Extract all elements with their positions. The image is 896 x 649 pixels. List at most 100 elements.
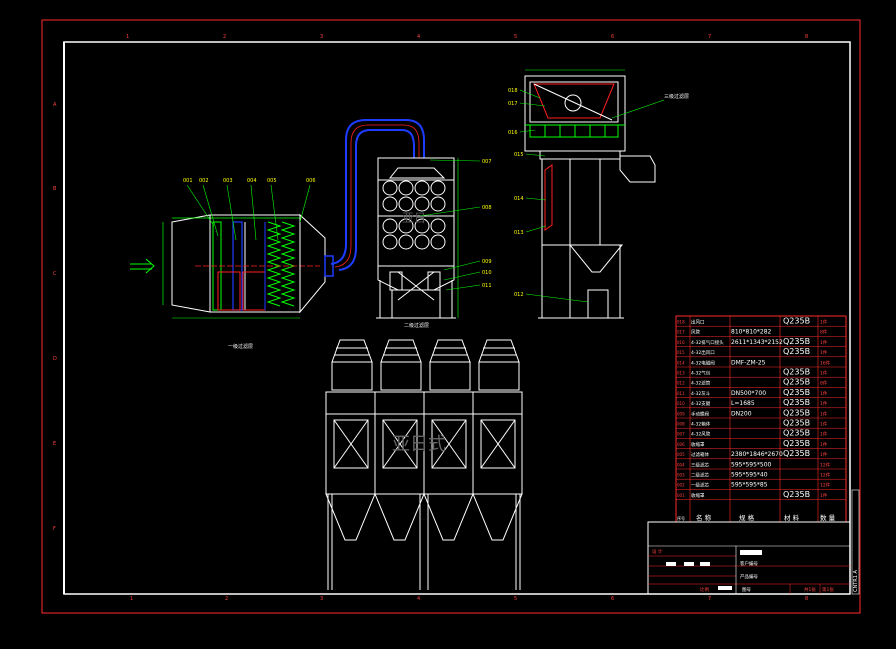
ruler-num: 8: [805, 34, 808, 40]
filter-box-front-view: 一级过滤层: [130, 213, 334, 350]
bom-cell-spec: 595*595*40: [731, 472, 768, 479]
exhaust-stack: [478, 339, 520, 391]
bom-cell-material: Q235B: [783, 378, 810, 387]
top-ruler: 1 2 3 4 5 6 7 8: [126, 34, 808, 40]
inlet-arrow-icon: [130, 258, 155, 274]
sheet-number: 第1张: [822, 586, 834, 593]
ruler-letter: D: [53, 356, 57, 362]
bom-cell-name: 出风口: [691, 319, 705, 326]
bom-cell-spec: 2611*1343*2152: [731, 339, 783, 346]
callout-014: 014: [514, 196, 524, 202]
bom-cell-spec: DMF-ZM-25: [731, 359, 766, 366]
view-label-2: 二级过滤层: [404, 322, 429, 329]
ruler-letter: E: [53, 441, 56, 447]
ruler-num: 2: [225, 596, 228, 602]
side-ruler: A B C D E F: [53, 102, 57, 532]
ruler-letter: B: [53, 186, 57, 192]
bom-cell-material: Q235B: [783, 419, 810, 428]
bom-cell-material: Q235B: [783, 449, 810, 458]
bom-cell-name: 4-32排气口接头: [691, 339, 724, 346]
drawing-no-label: 图号: [742, 587, 751, 593]
ruler-letter: C: [53, 271, 57, 277]
bom-cell-qty: 1件: [820, 410, 828, 417]
bom-cell-qty: 8件: [820, 380, 828, 387]
bom-cell-qty: 1件: [820, 349, 828, 356]
bom-header-no: 序号: [677, 515, 685, 521]
callout-017: 017: [508, 101, 518, 107]
collector-array-elevation: [325, 339, 523, 590]
bom-cell-no: 004: [677, 462, 685, 467]
bom-cell-name: 4-32滤筒: [691, 380, 711, 387]
bom-cell-spec: L=1685: [731, 400, 755, 407]
bom-cell-name: 二级滤芯: [691, 472, 709, 479]
ruler-letter: F: [53, 526, 56, 532]
ruler-num: 4: [417, 596, 420, 602]
bom-header-name: 名 称: [696, 513, 712, 522]
bom-cell-name: 4-32支腿: [691, 400, 711, 407]
callouts-right: 018 017 016 015 014 013 012: [508, 88, 524, 298]
bom-cell-no: 016: [677, 340, 685, 345]
ruler-num: 6: [611, 596, 614, 602]
bom-cell-no: 014: [677, 360, 685, 365]
ruler-num: 6: [611, 34, 614, 40]
bom-cell-no: 001: [677, 493, 685, 498]
callout-010: 010: [482, 270, 492, 276]
exhaust-stack: [331, 339, 373, 391]
callout-012: 012: [514, 292, 524, 298]
callout-003: 003: [223, 178, 233, 184]
callout-005: 005: [267, 178, 277, 184]
bom-cell-no: 003: [677, 473, 685, 478]
bom-header-spec: 规 格: [739, 513, 755, 522]
bom-cell-name: 收缩罩: [691, 492, 705, 499]
ruler-num: 1: [130, 596, 133, 602]
bom-cell-spec: 595*595*500: [731, 461, 772, 468]
bom-cell-material: Q235B: [783, 408, 810, 417]
callouts-left: 001 002 003 004 005 006: [183, 178, 316, 184]
callout-002: 002: [199, 178, 209, 184]
bom-cell-name: 一级滤芯: [691, 482, 709, 489]
title-block: 设 计 客户编号 产品编号 图号 比例 共1张 第1张 CNTR1 A: [647, 489, 860, 595]
cartridge-collector-front: [376, 157, 456, 319]
bom-cell-no: 013: [677, 371, 685, 376]
bom-cell-name: 4-32气包: [691, 370, 711, 377]
bom-cell-no: 010: [677, 401, 685, 406]
callout-015: 015: [514, 152, 524, 158]
bom-cell-material: Q235B: [783, 368, 810, 377]
bom-cell-spec: 595*595*85: [731, 482, 768, 489]
bom-cell-qty: 12件: [820, 472, 831, 479]
bom-cell-qty: 1件: [820, 492, 828, 499]
exhaust-stack: [429, 339, 471, 391]
bom-cell-spec: 810*810*282: [731, 329, 772, 336]
bom-cell-no: 002: [677, 483, 685, 488]
bom-cell-qty: 1件: [820, 390, 828, 397]
bom-cell-material: Q235B: [783, 388, 810, 397]
bom-header-material: 材 料: [784, 513, 800, 522]
ruler-num: 1: [126, 34, 129, 40]
bom-cell-no: 009: [677, 411, 685, 416]
callout-007: 007: [482, 159, 492, 165]
bom-cell-qty: 1件: [820, 400, 828, 407]
bom-cell-qty: 1件: [820, 431, 828, 438]
bom-cell-material: Q235B: [783, 337, 810, 346]
bom-cell-no: 017: [677, 330, 685, 335]
callout-008: 008: [482, 205, 492, 211]
callout-006: 006: [306, 178, 316, 184]
view-label: 一级过滤层: [228, 343, 253, 350]
callout-018: 018: [508, 88, 518, 94]
callout-011: 011: [482, 283, 492, 289]
bom-cell-qty: 1件: [820, 421, 828, 428]
callout-016: 016: [508, 130, 518, 136]
bom-cell-no: 006: [677, 442, 685, 447]
bom-cell-no: 007: [677, 432, 685, 437]
collector-side-view: [524, 75, 656, 319]
bom-cell-material: Q235B: [783, 398, 810, 407]
bom-cell-qty: 1件: [820, 441, 828, 448]
vertical-code: CNTR1 A: [853, 569, 859, 592]
ruler-num: 5: [514, 596, 517, 602]
scale-label: 比例: [700, 586, 709, 593]
ruler-num: 5: [514, 34, 517, 40]
bom-header-qty: 数 量: [820, 513, 836, 522]
product-label: 产品编号: [740, 573, 758, 580]
bom-cell-name: 4-32风管: [691, 431, 711, 438]
